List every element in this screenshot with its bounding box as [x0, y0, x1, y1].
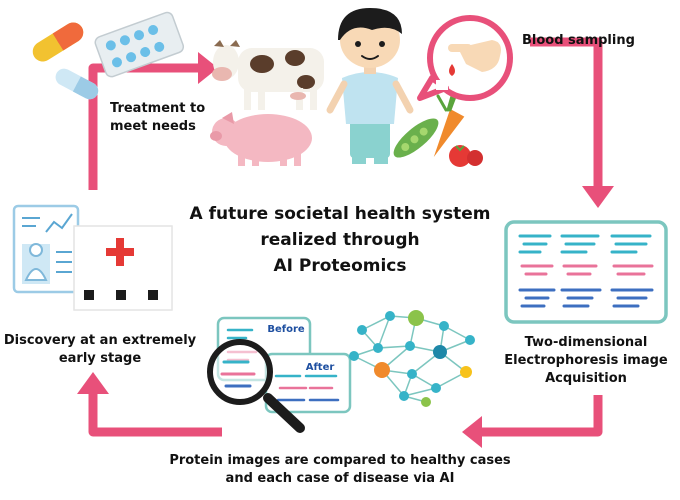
electrophoresis-label: Two-dimensional Electrophoresis image Ac… [494, 334, 678, 388]
arrowhead-up [77, 372, 109, 394]
comparison-label: Protein images are compared to healthy c… [140, 452, 540, 488]
electrophoresis-label-line2: Electrophoresis image [504, 353, 668, 368]
magnifier-icon [207, 339, 305, 433]
arrow-left-up [88, 63, 200, 190]
treatment-label-line2: meet needs [110, 119, 196, 134]
diagram-title-line1: A future societal health system [189, 204, 491, 224]
discovery-label-line2: early stage [58, 351, 142, 366]
diagram-title-line2: realized through [260, 230, 420, 250]
arrow-bottom-right [480, 395, 603, 437]
medical-chart-icon [12, 204, 80, 294]
arrow-heads [77, 52, 614, 448]
neural-network-icon [349, 310, 475, 407]
after-label: After [306, 362, 335, 373]
discovery-label: Discovery at an extremely early stage [0, 332, 200, 368]
finger-blood-drop-icon [417, 15, 513, 101]
cow-icon [212, 40, 324, 110]
gel-image-icon [504, 220, 668, 324]
pill-blister-icon [94, 11, 185, 78]
blood-sampling-label: Blood sampling [522, 33, 635, 48]
before-label: Before [267, 324, 305, 335]
vegetables-icon [393, 92, 483, 167]
arrowhead-right [198, 52, 218, 84]
pig-icon [210, 112, 312, 166]
arrow-bottom-left [88, 392, 222, 437]
arrowhead-left [462, 416, 482, 448]
diagram-title-line3: AI Proteomics [273, 256, 407, 276]
treatment-label-line1: Treatment to [110, 101, 206, 116]
comparison-label-line2: and each case of disease via AI [225, 471, 455, 486]
discovery-label-line1: Discovery at an extremely [3, 333, 197, 348]
electrophoresis-label-line1: Two-dimensional [524, 335, 648, 350]
treatment-label: Treatment to meet needs [110, 100, 205, 136]
arrow-right-down [530, 37, 603, 188]
pill-capsule-icon [32, 22, 99, 100]
comparison-label-line1: Protein images are compared to healthy c… [169, 453, 511, 468]
electrophoresis-label-line3: Acquisition [545, 371, 627, 386]
hospital-icon [73, 225, 173, 311]
arrowhead-down [582, 186, 614, 208]
person-icon [326, 8, 414, 164]
cycle-arrows [88, 37, 603, 437]
